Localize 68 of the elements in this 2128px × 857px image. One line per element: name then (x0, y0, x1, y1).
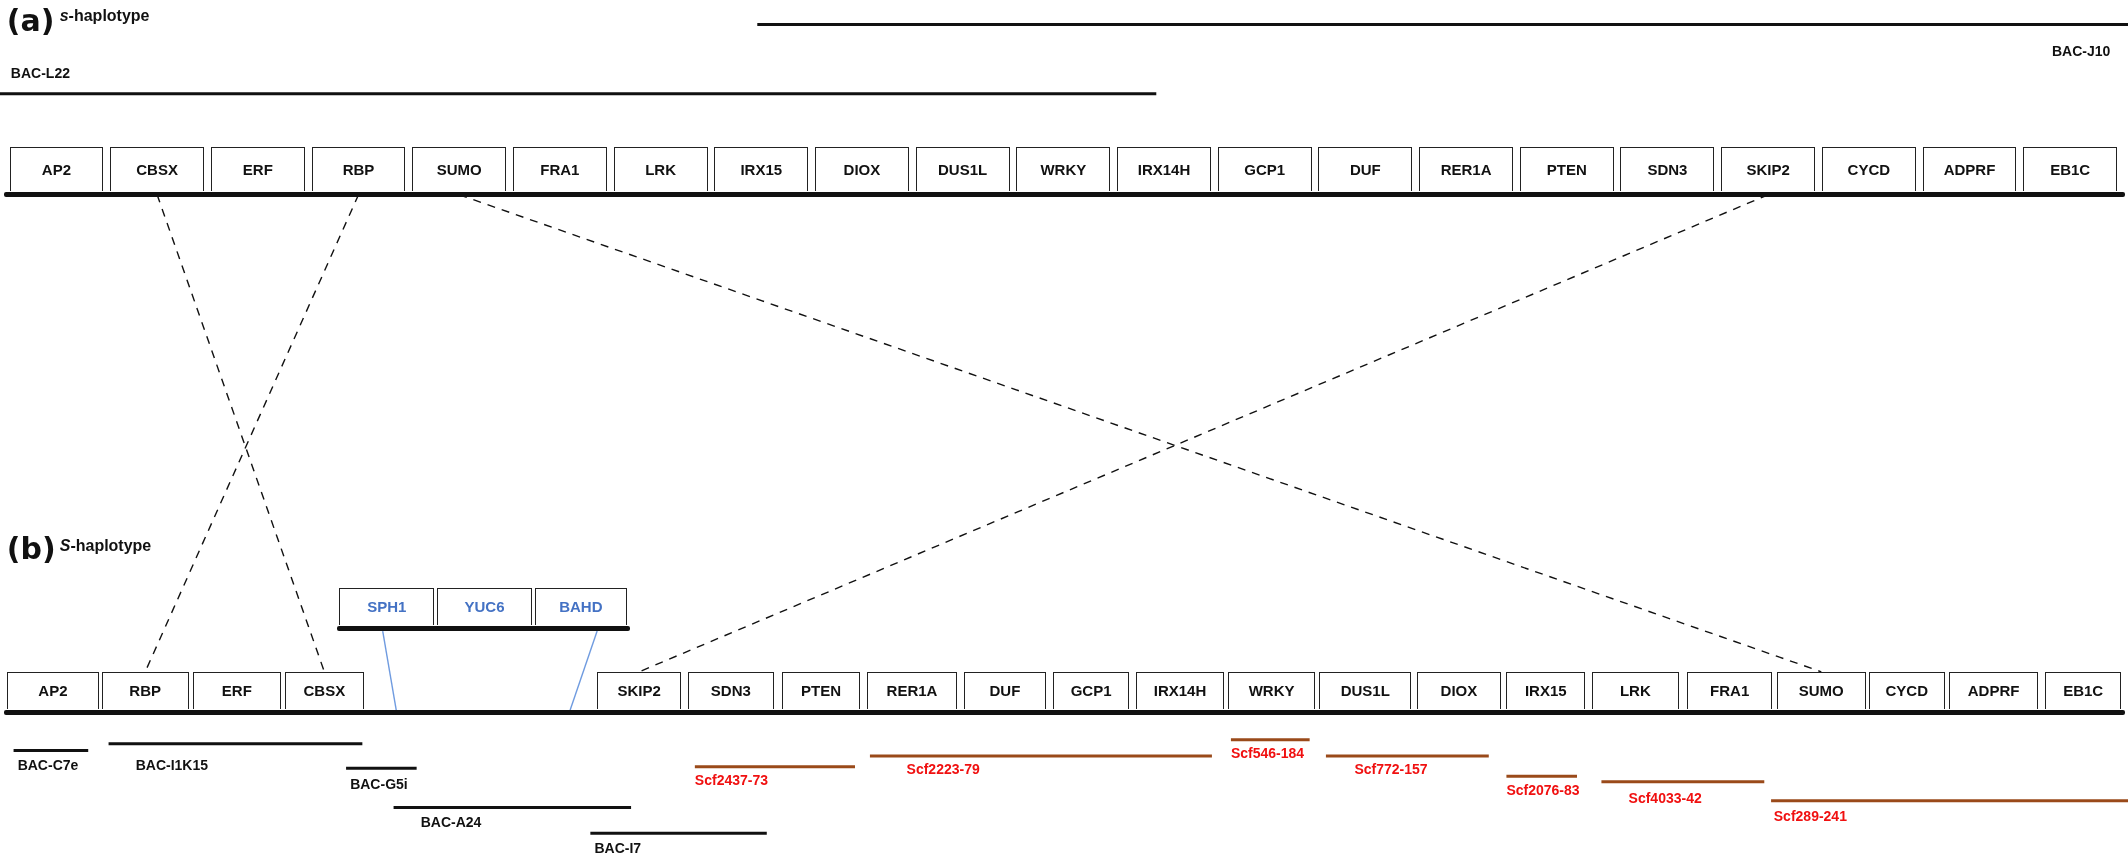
chromosome-bar (336, 626, 630, 632)
gene-box: FRA1 (512, 146, 607, 191)
gene-box: ADPRF (1948, 671, 2039, 710)
gene-box: LRK (1591, 671, 1679, 710)
gene-box: WRKY (1228, 671, 1316, 710)
gene-box: DIOX (815, 146, 909, 191)
gene-box: ADPRF (1922, 146, 2017, 191)
clone-label: BAC-C7e (17, 757, 79, 774)
chromosome-bar (4, 192, 2126, 197)
gene-box: SKIP2 (597, 671, 682, 710)
gene-box: WRKY (1016, 146, 1111, 191)
gene-box: DUF (1318, 146, 1413, 191)
gene-box: LRK (613, 146, 708, 191)
gene-box: ERF (210, 146, 305, 191)
scaffold-label: Scf546-184 (1230, 745, 1305, 762)
gene-box: EB1C (2045, 671, 2122, 710)
gene-box: SKIP2 (1721, 146, 1816, 191)
scaffold-label: Scf2437-73 (694, 772, 768, 789)
connector-line (382, 630, 397, 712)
gene-box: IRX15 (714, 146, 809, 191)
scaffold-label: Scf772-157 (1354, 761, 1428, 778)
gene-box: BAHD (534, 587, 627, 625)
gene-box: SUMO (412, 146, 507, 191)
gene-box: SPH1 (339, 587, 435, 625)
gene-box: AP2 (9, 146, 104, 191)
clone-label: BAC-I1K15 (135, 757, 209, 774)
scaffold-label: Scf2223-79 (906, 761, 980, 778)
clone-label: BAC-I7 (594, 840, 642, 857)
gene-box: DUS1L (1319, 671, 1412, 710)
haplotype-label: S-haplotype (59, 537, 152, 556)
gene-box: RER1A (1419, 146, 1513, 191)
gene-box: CBSX (285, 671, 364, 710)
gene-box: CYCD (1821, 146, 1916, 191)
clone-label: BAC-G5i (350, 776, 408, 793)
clone-label: BAC-A24 (420, 814, 482, 831)
gene-box: GCP1 (1053, 671, 1130, 710)
gene-box: AP2 (6, 671, 100, 710)
gene-box: SUMO (1776, 671, 1867, 710)
scaffold-label: Scf289-241 (1773, 807, 1847, 824)
gene-box: PTEN (781, 671, 861, 710)
scaffold-label: Scf2076-83 (1506, 781, 1580, 798)
gene-box: IRX14H (1117, 146, 1211, 191)
gene-box: DUS1L (915, 146, 1010, 191)
gene-box: EB1C (2023, 146, 2118, 191)
gene-box: IRX15 (1506, 671, 1586, 710)
haplotype-label: s-haplotype (59, 6, 150, 25)
panel-label: (b) (6, 530, 56, 566)
gene-box: CBSX (110, 146, 205, 191)
gene-box: FRA1 (1686, 671, 1773, 710)
gene-box: RER1A (867, 671, 957, 710)
scaffold-label: Scf4033-42 (1628, 789, 1702, 806)
gene-box: YUC6 (437, 587, 532, 625)
clone-label: BAC-J10 (2052, 43, 2111, 60)
gene-box: RBP (101, 671, 189, 710)
gene-box: PTEN (1519, 146, 1614, 191)
gene-box: DIOX (1416, 671, 1501, 710)
gene-box: SDN3 (1620, 146, 1715, 191)
gene-box: GCP1 (1217, 146, 1312, 191)
gene-box: CYCD (1868, 671, 1945, 710)
gene-box: DUF (963, 671, 1047, 710)
gene-box: ERF (192, 671, 281, 710)
panel-label: (a) (6, 2, 55, 38)
connector-line (569, 630, 598, 712)
gene-box: SDN3 (688, 671, 774, 710)
chromosome-bar (4, 710, 2126, 716)
clone-label: BAC-L22 (10, 65, 70, 82)
gene-box: IRX14H (1135, 671, 1225, 710)
gene-box: RBP (311, 146, 406, 191)
